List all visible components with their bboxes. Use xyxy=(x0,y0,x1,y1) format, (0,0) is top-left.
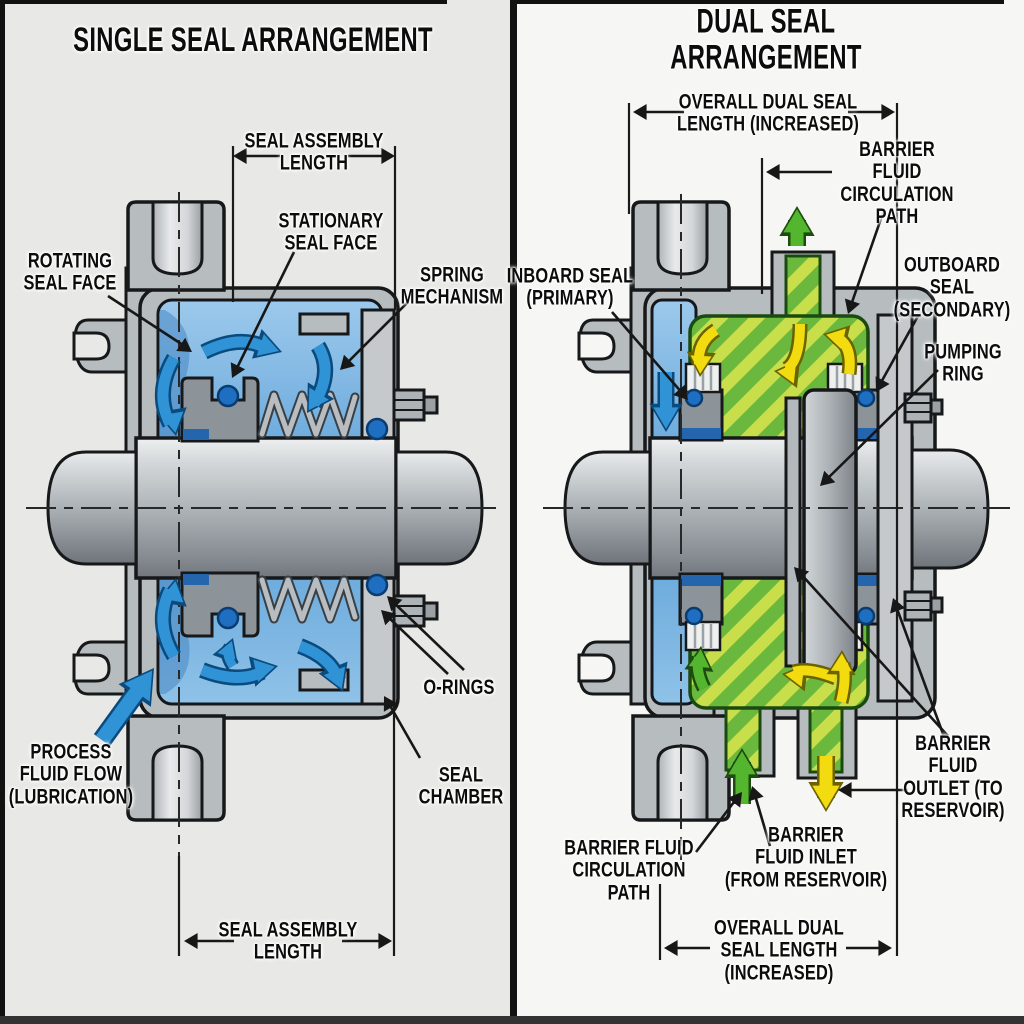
flow-arrow xyxy=(253,659,275,683)
o-ring xyxy=(684,388,704,408)
arrowhead-icon xyxy=(230,362,246,378)
leader-line xyxy=(611,311,684,395)
label-barrier-fluid-circulation-path-top: BARRIER FLUID CIRCULATION PATH xyxy=(840,138,954,229)
centerlines xyxy=(26,192,1010,860)
arrowhead-icon xyxy=(794,567,810,583)
arrowhead-icon xyxy=(820,470,836,486)
flow-arrow xyxy=(308,387,329,411)
label-process-fluid-flow: PROCESS FLUID FLOW (LUBRICATION) xyxy=(8,740,134,809)
arrowhead-icon xyxy=(233,148,247,164)
leader-line xyxy=(877,315,920,387)
spring-mechanism-coil xyxy=(257,390,360,624)
flow-arrow xyxy=(812,785,840,809)
leader-line xyxy=(107,294,187,349)
leader-line xyxy=(825,369,939,481)
flow-arrow xyxy=(830,653,852,672)
arrowhead-icon xyxy=(875,376,890,392)
flow-arrow xyxy=(123,670,153,702)
o-ring xyxy=(216,384,240,408)
arrowhead-icon xyxy=(844,298,860,314)
o-ring xyxy=(684,606,704,626)
leader-line xyxy=(385,614,449,675)
flow-arrow xyxy=(323,666,346,690)
left-panel-title: SINGLE SEAL ARRANGEMENT xyxy=(73,20,433,59)
arrowhead-icon xyxy=(633,104,647,120)
leader-line xyxy=(694,797,739,853)
arrowhead-icon xyxy=(340,354,356,370)
seal-assembly-left xyxy=(180,376,389,638)
seal-face-block xyxy=(180,376,260,443)
leader-line xyxy=(848,209,886,309)
flow-arrow xyxy=(217,641,236,660)
leader-line xyxy=(799,572,949,737)
arrowhead-icon xyxy=(890,598,906,614)
arrowhead-icon xyxy=(381,148,395,164)
flow-arrow xyxy=(653,407,679,429)
label-seal-chamber: SEAL CHAMBER xyxy=(418,763,504,809)
flow-arrow xyxy=(690,355,712,374)
label-rotating-seal-face: ROTATING SEAL FACE xyxy=(23,249,117,295)
arrowhead-icon xyxy=(381,610,397,626)
label-pumping-ring: PUMPING RING xyxy=(924,340,1002,386)
label-barrier-fluid-inlet: BARRIER FLUID INLET (FROM RESERVOIR) xyxy=(724,823,888,892)
label-spring-mechanism: SPRING MECHANISM xyxy=(400,263,504,309)
arrowhead-icon xyxy=(727,792,742,808)
label-overall-dual-seal-length-top: OVERALL DUAL SEAL LENGTH (INCREASED) xyxy=(676,90,860,136)
leader-line xyxy=(752,791,772,847)
label-o-rings: O-RINGS xyxy=(423,675,495,699)
flow-arrow xyxy=(785,666,805,687)
flow-arrow xyxy=(160,581,184,603)
leader-line xyxy=(233,251,296,373)
label-overall-dual-seal-length-bottom: OVERALL DUAL SEAL LENGTH (INCREASED) xyxy=(714,916,844,985)
flow-arrow xyxy=(160,411,184,433)
right-panel-title: DUAL SEAL ARRANGEMENT xyxy=(670,2,862,77)
flow-arrow xyxy=(826,328,846,349)
dual-seal-diagram xyxy=(517,0,1024,1024)
leader-line xyxy=(345,301,409,365)
pumping-ring xyxy=(784,388,858,676)
label-outboard-seal: OUTBOARD SEAL (SECONDARY) xyxy=(893,253,1011,322)
label-seal-assembly-length-top: SEAL ASSEMBLY LENGTH xyxy=(244,129,384,175)
leader-line xyxy=(386,701,422,759)
arrowhead-icon xyxy=(748,786,764,802)
arrowhead-icon xyxy=(838,782,852,798)
leader-line xyxy=(391,600,465,671)
flow-arrow xyxy=(783,209,811,233)
arrowhead-icon xyxy=(766,164,780,180)
label-barrier-fluid-outlet: BARRIER FLUID OUTLET (TO RESERVOIR) xyxy=(901,732,1005,823)
flow-arrow xyxy=(728,751,756,775)
arrowhead-icon xyxy=(176,337,192,352)
label-inboard-seal: INBOARD SEAL (PRIMARY) xyxy=(506,264,634,310)
label-barrier-fluid-circulation-path-bottom: BARRIER FLUID CIRCULATION PATH xyxy=(564,836,694,905)
leader-line xyxy=(894,605,948,743)
o-ring xyxy=(856,606,876,626)
arrowhead-icon xyxy=(664,940,678,956)
o-ring xyxy=(216,606,240,630)
arrowhead-icon xyxy=(184,933,198,949)
o-ring xyxy=(365,573,389,597)
arrowhead-icon xyxy=(881,104,895,120)
flow-arrow xyxy=(688,649,710,668)
label-stationary-seal-face: STATIONARY SEAL FACE xyxy=(278,209,384,255)
flow-arrow xyxy=(256,333,279,356)
arrowhead-icon xyxy=(387,596,403,612)
arrowhead-icon xyxy=(383,696,398,712)
label-seal-assembly-length-bottom: SEAL ASSEMBLY LENGTH xyxy=(218,918,358,964)
o-ring xyxy=(856,388,876,408)
flow-and-leader-arrows xyxy=(93,104,949,956)
arrowhead-icon xyxy=(673,384,688,400)
arrowhead-icon xyxy=(878,940,892,956)
arrowhead-icon xyxy=(378,933,392,949)
o-ring xyxy=(365,417,389,441)
flow-arrow xyxy=(777,362,797,384)
seal-face-block xyxy=(180,571,260,638)
